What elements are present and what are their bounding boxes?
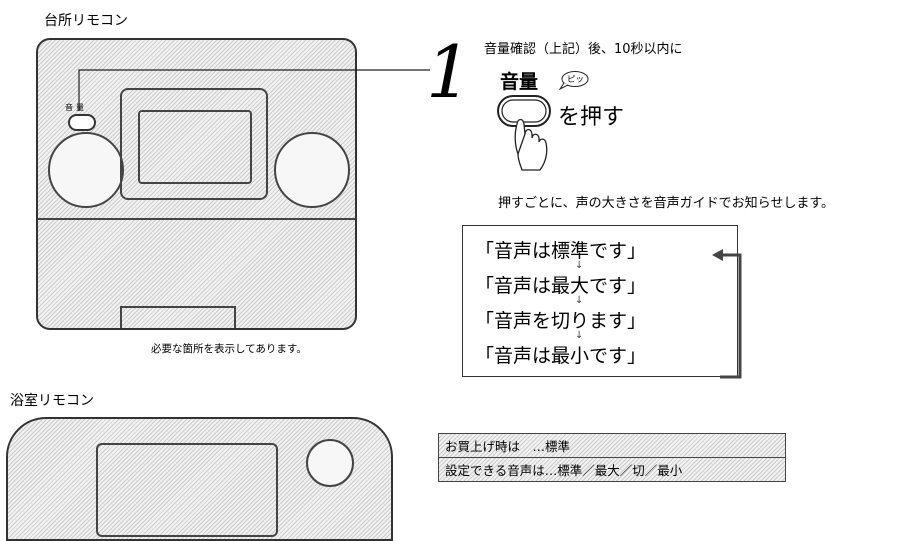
press-button-label: 音量: [500, 71, 539, 93]
leader-line: [78, 69, 430, 111]
press-action-text: を押す: [558, 105, 625, 130]
cycle-item-max: 「音声は最大です」: [475, 275, 647, 297]
bath-display-screen: [96, 443, 278, 537]
display-screen: [138, 110, 252, 184]
hand-pointer-icon: [497, 95, 551, 171]
kitchen-caption: 必要な箇所を表示してあります。: [151, 343, 307, 355]
step-description: 押すごとに、声の大きさを音声ガイドでお知らせします。: [498, 196, 835, 211]
cycle-item-standard: 「音声は標準です」: [475, 240, 647, 262]
spec-table: お買上げ時は …標準 設定できる音声は…標準／最大／切／最小: [438, 433, 786, 482]
voice-cycle-box: 「音声は標準です」 ↓ 「音声は最大です」 ↓ 「音声を切ります」 ↓ 「音声は…: [462, 225, 738, 377]
kitchen-remote-title: 台所リモコン: [44, 13, 128, 29]
screen-frame: [120, 88, 268, 200]
table-row: 設定できる音声は…標準／最大／切／最小: [438, 457, 786, 482]
bath-dial: [306, 439, 354, 487]
left-dial: [48, 132, 124, 208]
speech-bubble-icon: ピッ: [558, 70, 590, 90]
down-arrow-icon: ↓: [575, 330, 584, 341]
down-arrow-icon: ↓: [575, 260, 584, 271]
remote-tab: [120, 306, 236, 328]
spec-options-cell: 設定できる音声は…標準／最大／切／最小: [438, 457, 786, 482]
spec-default-cell: お買上げ時は …標準: [438, 433, 786, 458]
sound-effect-text: ピッ: [567, 75, 585, 85]
bath-remote-illustration: [6, 417, 393, 541]
cycle-return-arrow-icon: [712, 249, 742, 379]
right-dial: [274, 132, 350, 208]
step-number: 1: [426, 30, 472, 114]
remote-divider: [38, 218, 355, 220]
bath-remote-title: 浴室リモコン: [10, 393, 94, 409]
table-row: お買上げ時は …標準: [438, 433, 786, 458]
volume-button-label: 音量: [65, 103, 87, 112]
kitchen-remote-illustration: 音量: [36, 38, 357, 330]
cycle-item-min: 「音声は最小です」: [475, 345, 647, 367]
step-instruction: 音量確認（上記）後、10秒以内に: [484, 42, 683, 57]
down-arrow-icon: ↓: [575, 295, 584, 306]
cycle-item-off: 「音声を切ります」: [475, 310, 647, 332]
volume-button[interactable]: [68, 114, 96, 131]
